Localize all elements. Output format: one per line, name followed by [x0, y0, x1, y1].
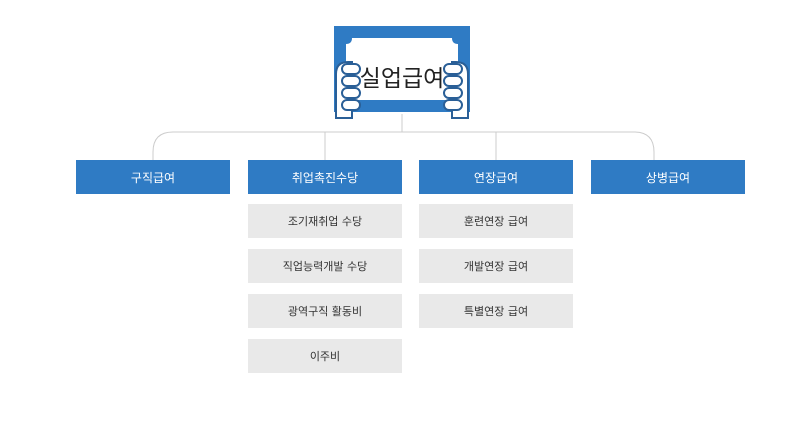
sub-item-individual-extended-benefit: 개발연장 급여	[419, 249, 573, 283]
sign-illustration	[334, 26, 470, 119]
category-extended-benefit: 연장급여	[419, 160, 573, 194]
sub-item-vocational-skills-allowance: 직업능력개발 수당	[248, 249, 402, 283]
category-employment-promotion-allowance: 취업촉진수당	[248, 160, 402, 194]
sub-item-relocation-expense: 이주비	[248, 339, 402, 373]
sub-item-training-extended-benefit: 훈련연장 급여	[419, 204, 573, 238]
category-job-seeking-benefit: 구직급여	[76, 160, 230, 194]
sub-item-wide-area-job-search-expense: 광역구직 활동비	[248, 294, 402, 328]
category-sickness-benefit: 상병급여	[591, 160, 745, 194]
diagram-title: 실업급여	[359, 66, 445, 92]
sub-item-special-extended-benefit: 특별연장 급여	[419, 294, 573, 328]
sub-item-early-reemployment-allowance: 조기재취업 수당	[248, 204, 402, 238]
